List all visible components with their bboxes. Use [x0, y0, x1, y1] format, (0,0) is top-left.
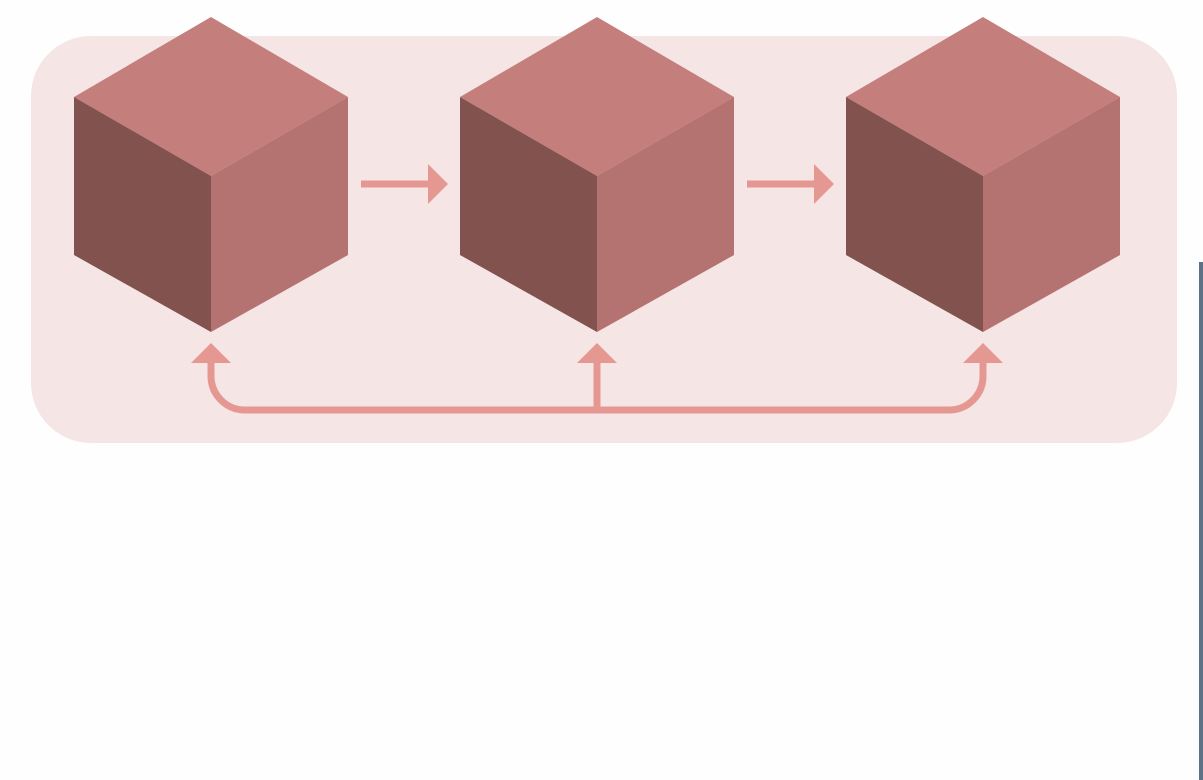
cube-left-face — [846, 97, 983, 332]
edge-accent-line — [1199, 262, 1203, 780]
cube-right-face — [983, 97, 1120, 332]
arrow-right-icon — [747, 164, 834, 204]
cube-left-face — [460, 97, 597, 332]
cube-right-face — [597, 97, 734, 332]
arrow-right-icon — [361, 164, 448, 204]
cube-top-face — [74, 17, 348, 176]
cube-icon — [74, 17, 348, 332]
cube-right-face — [211, 97, 348, 332]
arrow-up-icon — [963, 343, 1003, 363]
arrow-head — [814, 164, 834, 204]
arrow-group — [191, 164, 1003, 414]
cube-icon — [460, 17, 734, 332]
arrow-head — [428, 164, 448, 204]
cube-group — [74, 17, 1120, 332]
arrow-up-icon — [191, 343, 231, 363]
cube-left-face — [74, 97, 211, 332]
arrow-up-icon — [577, 343, 617, 363]
cube-top-face — [460, 17, 734, 176]
feedback-bus — [191, 343, 1003, 414]
cube-top-face — [846, 17, 1120, 176]
cube-icon — [846, 17, 1120, 332]
